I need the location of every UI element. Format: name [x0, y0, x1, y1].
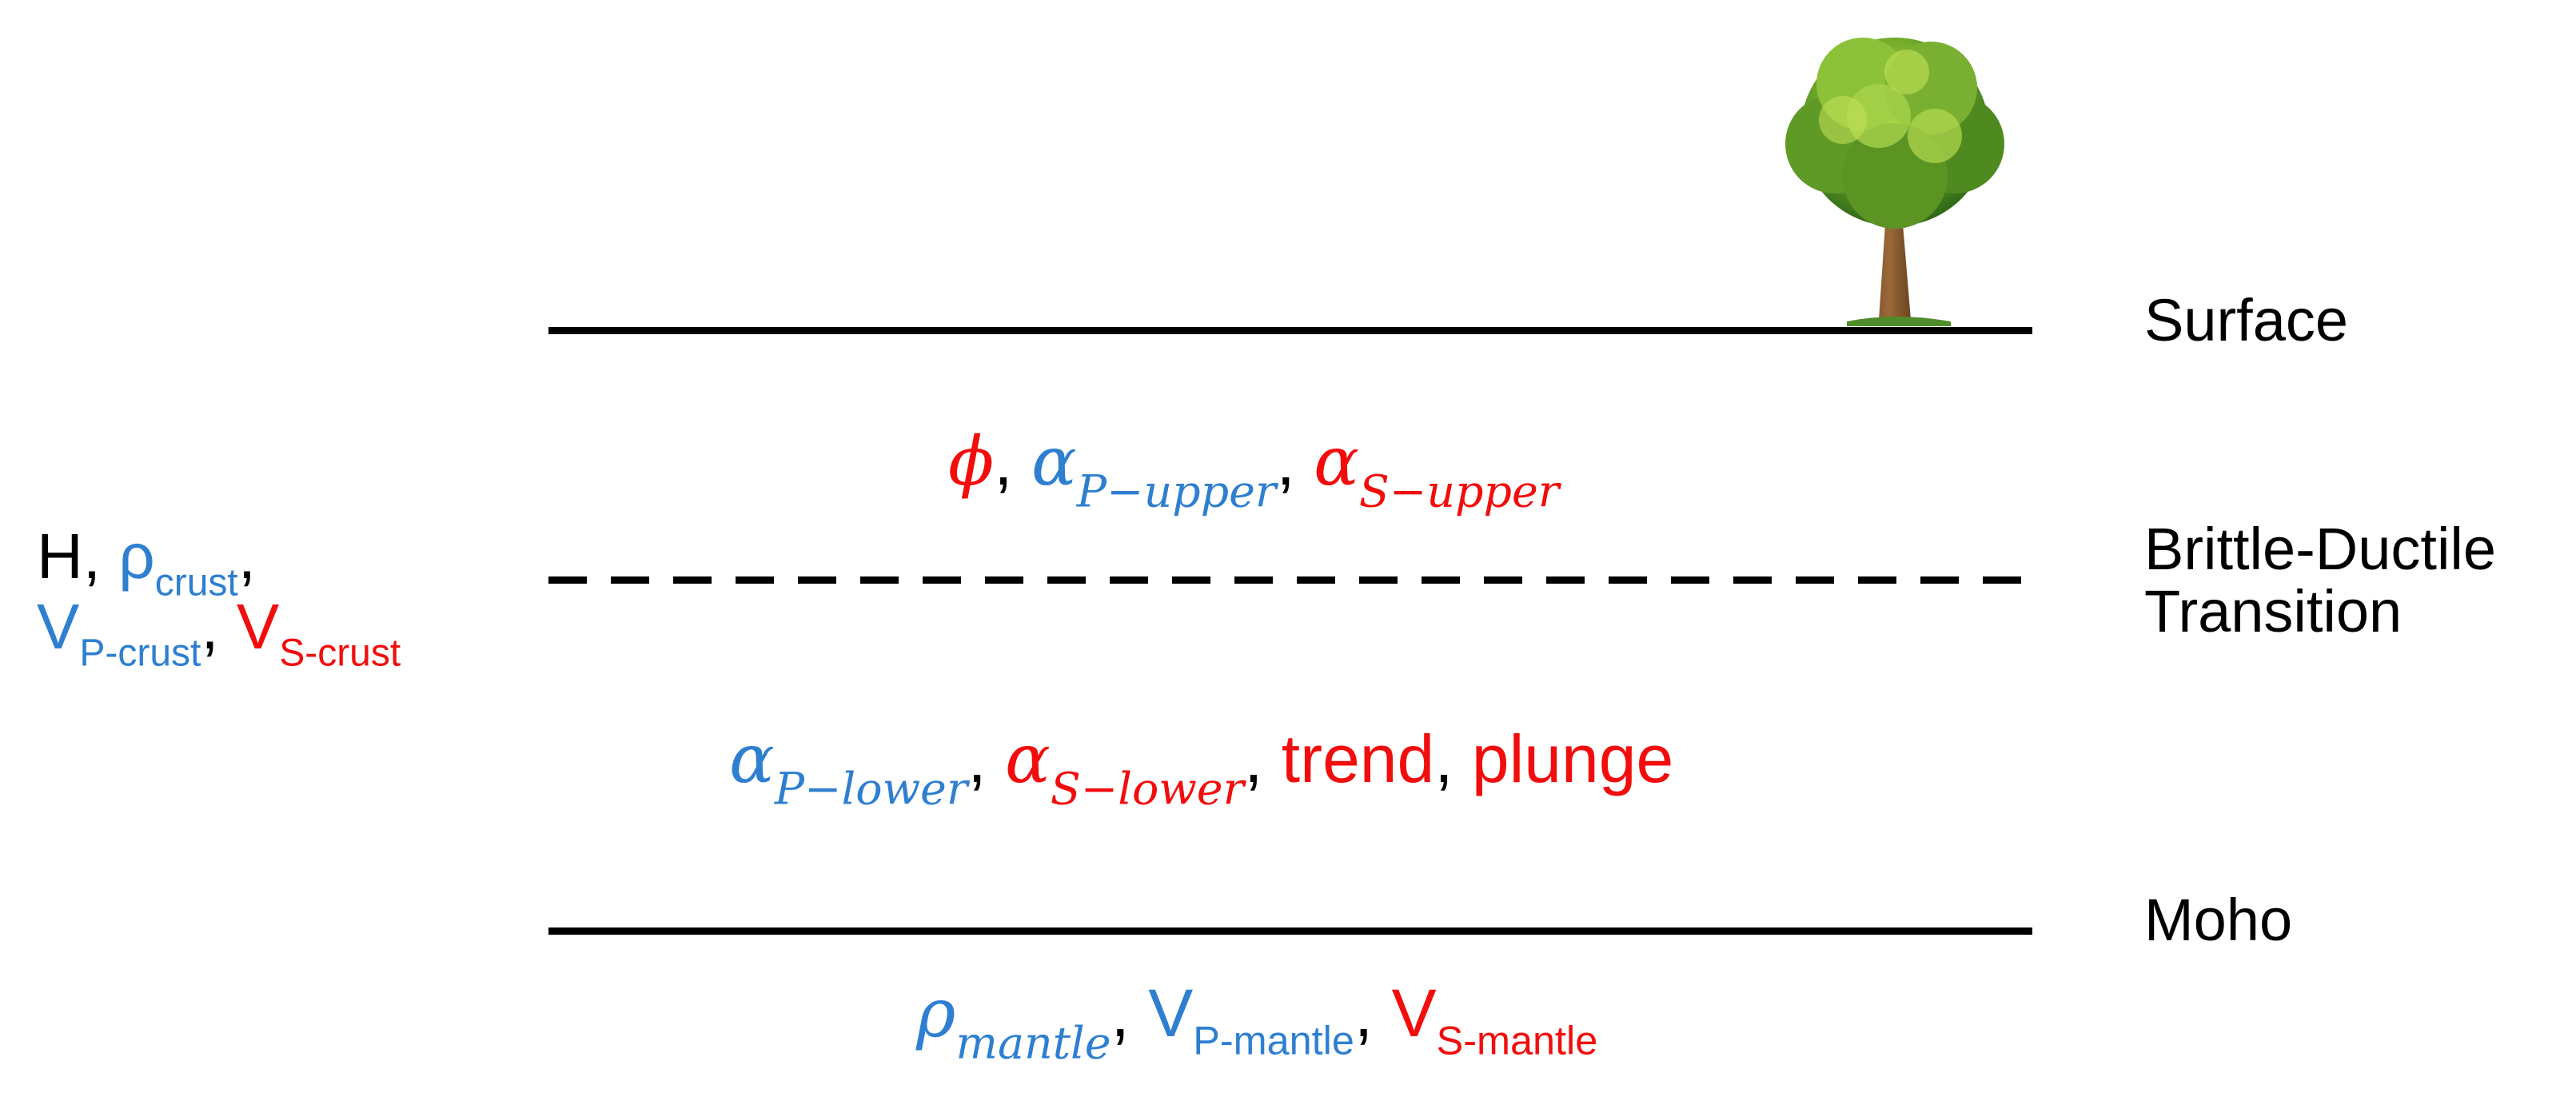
mantle-params: ρmantle, VP-mantle, VS-mantle [916, 974, 1598, 1070]
crust-params: H, ρcrust, VP-crust, VS-crust [37, 521, 401, 675]
plunge-label: plunge [1471, 721, 1674, 796]
alpha-p-lower-symbol: αP−lower [729, 720, 968, 816]
phi-symbol: ϕ [948, 422, 995, 501]
crust-params-line2: VP-crust, VS-crust [37, 591, 401, 675]
crust-vs-symbol: VS-crust [236, 591, 401, 675]
alpha-s-lower-symbol: αS−lower [1005, 720, 1245, 816]
crust-vp-symbol: VP-crust [37, 591, 201, 675]
brittle-ductile-line [548, 576, 2032, 584]
alpha-s-upper-symbol: αS−upper [1314, 422, 1560, 518]
mantle-vs-symbol: VS-mantle [1391, 975, 1598, 1063]
moho-label: Moho [2144, 887, 2293, 953]
thickness-symbol: H [37, 521, 83, 592]
moho-line [548, 927, 2032, 935]
crust-params-line1: H, ρcrust, [37, 521, 256, 604]
trend-label: trend [1281, 721, 1435, 796]
brittle-ductile-label-line1: Brittle-Ductile [2144, 516, 2496, 582]
upper-crust-params: ϕ, αP−upper, αS−upper [948, 422, 1560, 518]
lower-crust-params: αP−lower, αS−lower, trend, plunge [729, 720, 1674, 816]
brittle-ductile-label: Brittle-Ductile Transition [2144, 516, 2496, 645]
alpha-p-upper-symbol: αP−upper [1031, 422, 1277, 518]
tree-icon [1785, 38, 2004, 326]
crust-density-symbol: ρcrust [118, 521, 238, 604]
surface-line [548, 327, 2032, 334]
mantle-vp-symbol: VP-mantle [1148, 975, 1354, 1063]
brittle-ductile-label-line2: Transition [2144, 578, 2403, 645]
surface-label: Surface [2144, 287, 2349, 353]
mantle-density-symbol: ρmantle [916, 974, 1111, 1070]
